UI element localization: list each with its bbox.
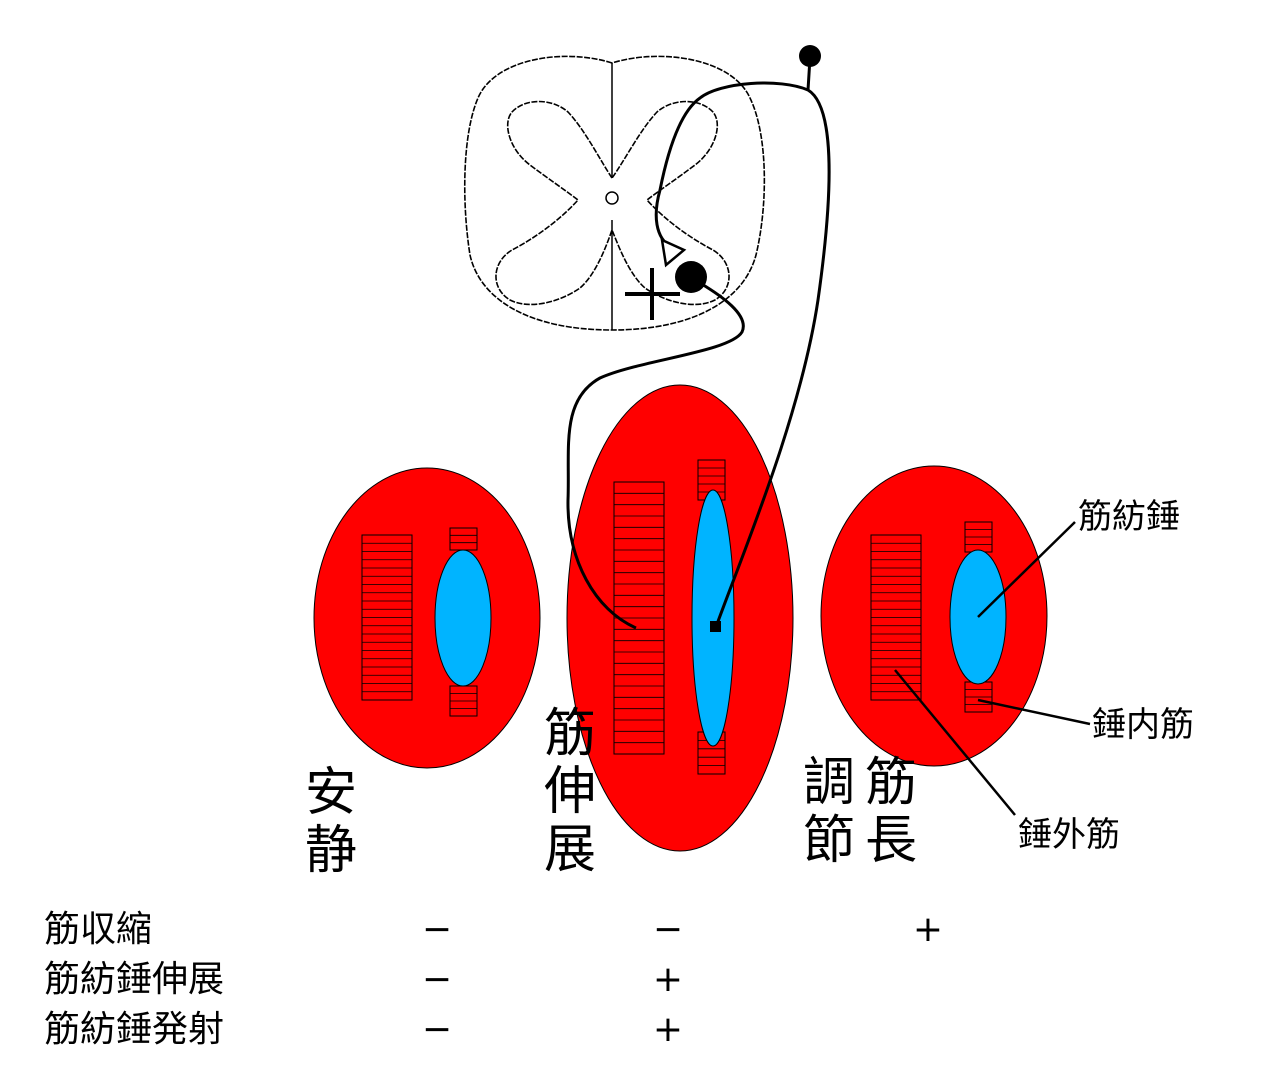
muscle-spindle-stretch <box>691 489 735 747</box>
extrafusal-muscle-rest <box>313 467 541 769</box>
callout-line-spindle <box>977 521 1076 618</box>
callout-line-extrafusal <box>894 669 1016 816</box>
central-canal <box>605 191 619 205</box>
state-label-rest: 安 静 <box>304 763 357 881</box>
extrafusal-fibers-stretch <box>613 481 665 755</box>
spinal-cord-cross-section <box>463 55 766 331</box>
table-cell: + <box>652 1009 684 1050</box>
muscle-rest <box>313 467 541 769</box>
label-muscle-spindle: 筋紡錘 <box>1078 497 1180 537</box>
extrafusal-muscle-length-adjust <box>820 465 1048 767</box>
label-extrafusal-fiber: 錘外筋 <box>1018 815 1120 855</box>
dorsal-root-ganglion <box>799 45 821 67</box>
state-label-stretch: 筋 伸 展 <box>543 704 596 880</box>
table-row-label: 筋紡錘伸展 <box>44 959 225 1000</box>
extrafusal-fibers-length-adjust <box>870 534 922 701</box>
table-cell: − <box>421 909 453 950</box>
table-cell: + <box>912 909 944 950</box>
table-row-label: 筋収縮 <box>44 909 153 950</box>
state-label-length-adjust-col2: 筋 長 <box>864 753 917 871</box>
afferent-synapse-terminal <box>660 237 687 268</box>
excitatory-plus-sign <box>625 268 680 320</box>
table-cell: − <box>421 1009 453 1050</box>
extrafusal-muscle-stretch <box>566 384 794 852</box>
label-intrafusal-fiber: 錘内筋 <box>1092 705 1194 745</box>
callout-line-intrafusal <box>977 698 1091 726</box>
afferent-fiber <box>654 81 831 628</box>
muscle-stretch <box>566 384 794 852</box>
state-label-length-adjust-col1: 調 節 <box>802 753 855 871</box>
table-cell: + <box>652 959 684 1000</box>
extrafusal-fibers-rest <box>361 534 413 701</box>
table-cell: − <box>421 959 453 1000</box>
spindle-receptor-ending <box>710 621 721 632</box>
muscle-length-adjust <box>820 465 1048 767</box>
reflex-arc <box>566 45 831 632</box>
muscle-spindle-rest <box>434 549 492 687</box>
table-row-label: 筋紡錘発射 <box>44 1009 225 1050</box>
gray-matter-outline <box>495 100 730 306</box>
efferent-fiber <box>566 281 745 630</box>
alpha-motor-neuron <box>675 261 707 293</box>
table-cell: − <box>652 909 684 950</box>
